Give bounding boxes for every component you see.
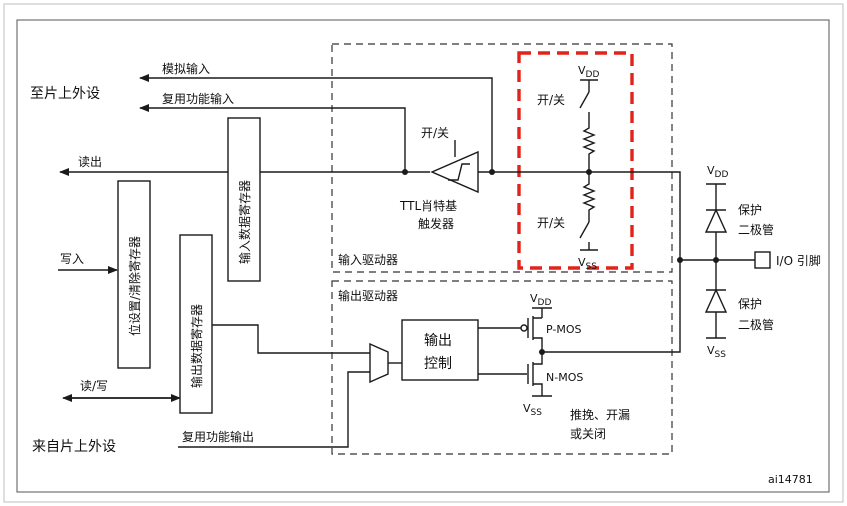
upper-diode — [704, 208, 728, 233]
nmos-label: N-MOS — [546, 371, 583, 384]
output-mode-label-2: 或关闭 — [570, 427, 606, 441]
ttl-switch-label: 开/关 — [421, 126, 449, 140]
input-bus-line — [478, 171, 681, 260]
analog-input-line — [139, 74, 493, 172]
outer-frame — [3, 3, 844, 503]
bsrr-register — [117, 180, 151, 369]
pu-switch-label: 开/关 — [537, 93, 565, 107]
read-out-label: 读出 — [78, 155, 102, 169]
pu-switch — [579, 91, 590, 109]
bsrr-register-label: 位设置/清除寄存器 — [127, 236, 142, 336]
ttl-label-1: TTL肖特基 — [399, 198, 457, 213]
pd-switch — [579, 221, 590, 239]
schmitt-symbol — [448, 163, 470, 181]
diode-vdd-label: VDD — [707, 164, 728, 180]
lower-diode-label: 二极管 — [738, 317, 774, 332]
output-control-box — [401, 319, 479, 381]
idr-register-label: 输入数据寄存器 — [237, 180, 252, 264]
output-mode-label-1: 推挽、开漏 — [570, 408, 630, 422]
drain-to-pin-line — [542, 262, 681, 353]
pd-resistor — [582, 172, 596, 222]
pull-resistor-highlight — [517, 51, 634, 270]
output-control-label-1: 输出 — [424, 333, 452, 349]
nmos-transistor — [527, 352, 543, 396]
output-driver-label: 输出驱动器 — [338, 288, 398, 303]
input-driver-label: 输入驱动器 — [338, 252, 398, 267]
from-periph-label: 来自片上外设 — [32, 439, 116, 455]
to-periph-label: 至片上外设 — [30, 86, 100, 102]
upper-protect-label: 保护 — [738, 203, 762, 217]
io-pin-label: I/O 引脚 — [776, 253, 821, 268]
lower-diode — [704, 288, 728, 313]
pmos-label: P-MOS — [546, 323, 582, 336]
nmos-vss-label: VSS — [523, 402, 542, 418]
alt-input-line — [139, 104, 406, 172]
output-driver-box — [331, 280, 673, 455]
alt-output-label: 复用功能输出 — [182, 429, 254, 444]
odr-register — [179, 234, 213, 414]
ttl-label-2: 触发器 — [418, 216, 454, 231]
diode-vss-label: VSS — [707, 344, 726, 360]
figure-id: ai14781 — [768, 473, 813, 486]
pu-vdd-bar — [580, 79, 598, 92]
pd-switch-label: 开/关 — [537, 216, 565, 230]
alt-output-line — [178, 371, 370, 448]
io-pin-box — [754, 251, 771, 269]
input-driver-box — [331, 43, 673, 273]
odr-register-label: 输出数据寄存器 — [189, 304, 204, 388]
odr-to-mux-line — [212, 324, 370, 354]
pmos-transistor — [527, 316, 543, 352]
ttl-schmitt-trigger — [430, 150, 479, 194]
write-in-label: 写入 — [60, 252, 84, 266]
analog-input-label: 模拟输入 — [162, 61, 210, 76]
junction-alt-input — [402, 169, 408, 175]
read-write-label: 读/写 — [80, 379, 108, 393]
output-mux — [369, 342, 389, 384]
pd-vss-label: VSS — [578, 256, 597, 272]
alt-input-label: 复用功能输入 — [162, 91, 234, 106]
pmos-gate-bubble — [520, 324, 528, 332]
inner-frame — [16, 19, 830, 493]
pu-resistor — [582, 120, 596, 172]
lower-protect-label: 保护 — [738, 297, 762, 311]
pu-vdd-label: VDD — [578, 64, 599, 80]
pd-switch-tail — [580, 242, 598, 251]
idr-register — [227, 117, 261, 282]
upper-diode-label: 二极管 — [738, 222, 774, 237]
output-control-label-2: 控制 — [424, 356, 452, 372]
pmos-vdd-bar — [532, 307, 552, 318]
pmos-vdd-label: VDD — [530, 292, 551, 308]
